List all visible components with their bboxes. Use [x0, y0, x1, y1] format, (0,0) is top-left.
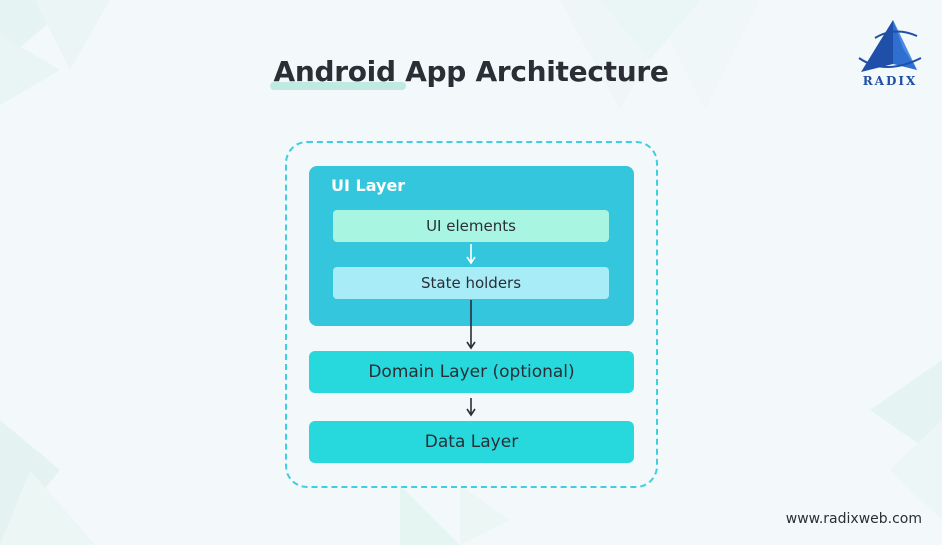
data-layer-label: Data Layer [424, 432, 519, 452]
title-rest: App Architecture [395, 55, 669, 88]
page-title: Android App Architecture [273, 55, 668, 88]
title-accent-word: Android [273, 55, 396, 88]
domain-layer-label: Domain Layer (optional) [368, 362, 575, 382]
ui-elements-box: UI elements [333, 210, 609, 242]
ui-elements-label: UI elements [426, 217, 516, 235]
architecture-frame [285, 141, 658, 488]
ui-layer-title: UI Layer [331, 176, 406, 195]
title-underline [270, 82, 406, 90]
arrow-domain-to-data-icon [466, 398, 476, 417]
domain-layer-box: Domain Layer (optional) [309, 351, 634, 393]
state-holders-label: State holders [420, 274, 522, 292]
data-layer-box: Data Layer [309, 421, 634, 463]
logo-text: RADIX [862, 74, 918, 88]
pyramid-logo-icon [858, 20, 922, 72]
arrow-ui-to-state-icon [466, 244, 476, 265]
state-holders-box: State holders [333, 267, 609, 299]
arrow-state-to-domain-icon [466, 300, 476, 350]
website-link[interactable]: www.radixweb.com [785, 511, 922, 527]
title-container: Android App Architecture [0, 55, 942, 88]
